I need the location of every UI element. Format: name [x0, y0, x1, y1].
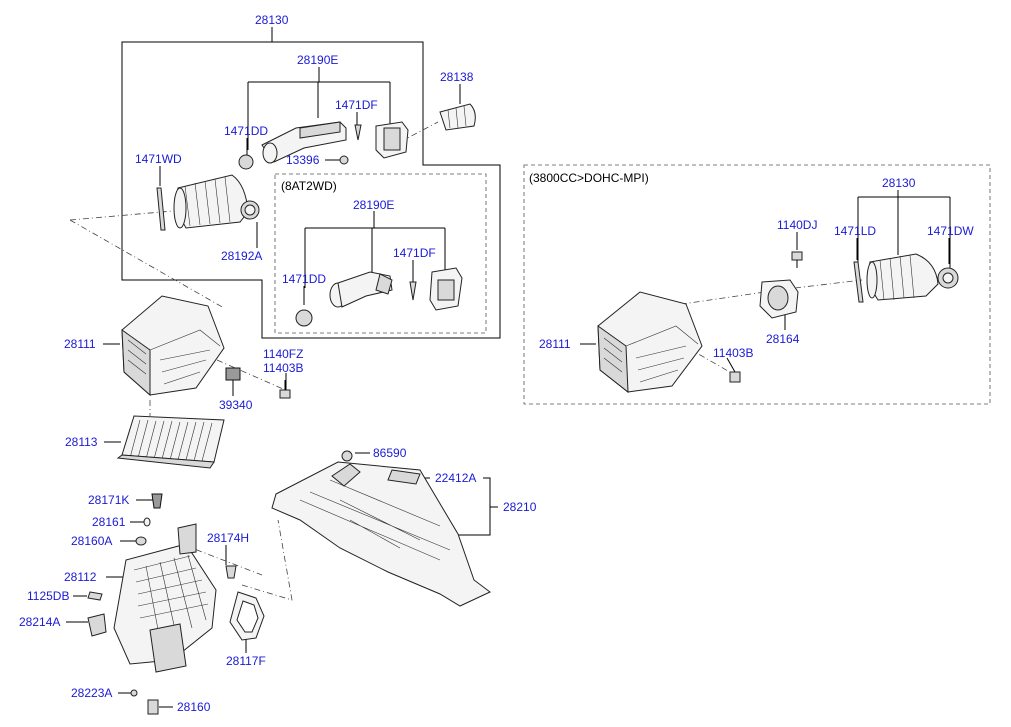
label-28214a[interactable]: 28214A: [19, 615, 60, 629]
air-cleaner-cover-28111-right: [597, 291, 703, 394]
small-parts-lower: [87, 565, 237, 715]
label-28161[interactable]: 28161: [92, 515, 126, 529]
label-28171k[interactable]: 28171K: [88, 493, 129, 507]
assembly-guides: [69, 121, 863, 601]
label-28210[interactable]: 28210: [503, 500, 537, 514]
leader-lines: [66, 27, 951, 708]
label-1471dw[interactable]: 1471DW: [927, 224, 974, 238]
label-13396[interactable]: 13396: [286, 153, 320, 167]
filter-element-28113: [116, 415, 225, 469]
label-86590[interactable]: 86590: [373, 446, 407, 460]
assembly-frame-28130: [121, 41, 501, 339]
variant-note-8at2wd: (8AT2WD): [281, 179, 337, 193]
variant-note-3800cc: (3800CC>DOHC-MPI): [529, 171, 649, 185]
label-22412a[interactable]: 22412A: [435, 471, 476, 485]
label-28111-right[interactable]: 28111: [539, 337, 571, 351]
adapter-28164: [759, 251, 803, 319]
sensor-39340: [225, 367, 241, 381]
gasket-28117f: [229, 591, 265, 641]
label-28174h[interactable]: 28174H: [207, 531, 249, 545]
label-28192a[interactable]: 28192A: [221, 249, 262, 263]
label-28130-right[interactable]: 28130: [882, 176, 916, 190]
intake-hose-1471wd-group: [156, 174, 260, 231]
label-1471dd-top[interactable]: 1471DD: [224, 124, 268, 138]
label-28164[interactable]: 28164: [766, 332, 800, 346]
label-1471dd-inner[interactable]: 1471DD: [282, 272, 326, 286]
label-28190e-inner[interactable]: 28190E: [353, 198, 394, 212]
label-1471df-top[interactable]: 1471DF: [335, 98, 378, 112]
label-28130-main[interactable]: 28130: [255, 13, 289, 27]
label-1471wd[interactable]: 1471WD: [135, 152, 182, 166]
cover-plate-28210: [271, 450, 491, 607]
bolt-1140fz: [279, 380, 291, 399]
label-11403b-left[interactable]: 11403B: [263, 361, 303, 375]
resonator-28138: [439, 103, 476, 131]
label-11403b-right[interactable]: 11403B: [713, 346, 753, 360]
label-28111-left[interactable]: 28111: [64, 337, 96, 351]
variant-frame-3800cc: [523, 164, 991, 405]
label-1125db[interactable]: 1125DB: [27, 589, 69, 603]
air-cleaner-cover-28111-left: [121, 295, 225, 397]
label-28190e-top[interactable]: 28190E: [297, 53, 338, 67]
label-28223a[interactable]: 28223A: [71, 686, 112, 700]
label-1471df-inner[interactable]: 1471DF: [393, 246, 436, 260]
label-28160[interactable]: 28160: [177, 700, 211, 714]
intake-hose-right: [729, 253, 959, 383]
label-28138[interactable]: 28138: [440, 70, 474, 84]
label-28117f[interactable]: 28117F: [226, 654, 266, 668]
air-duct-28190e-inner: [295, 267, 463, 327]
label-28160a[interactable]: 28160A: [71, 534, 112, 548]
air-cleaner-body-28112: [113, 493, 217, 673]
part-labels: 28130 28190E 1471DF 28138 1471DD 1471WD …: [19, 13, 974, 714]
label-1140dj[interactable]: 1140DJ: [777, 218, 817, 232]
label-1471ld[interactable]: 1471LD: [834, 224, 876, 238]
label-28112[interactable]: 28112: [64, 570, 97, 584]
label-28113[interactable]: 28113: [65, 435, 98, 449]
variant-frame-8at2wd: [274, 173, 487, 334]
label-1140fz[interactable]: 1140FZ: [263, 347, 303, 361]
label-39340[interactable]: 39340: [219, 398, 253, 412]
air-duct-28190e-top: [238, 121, 409, 170]
